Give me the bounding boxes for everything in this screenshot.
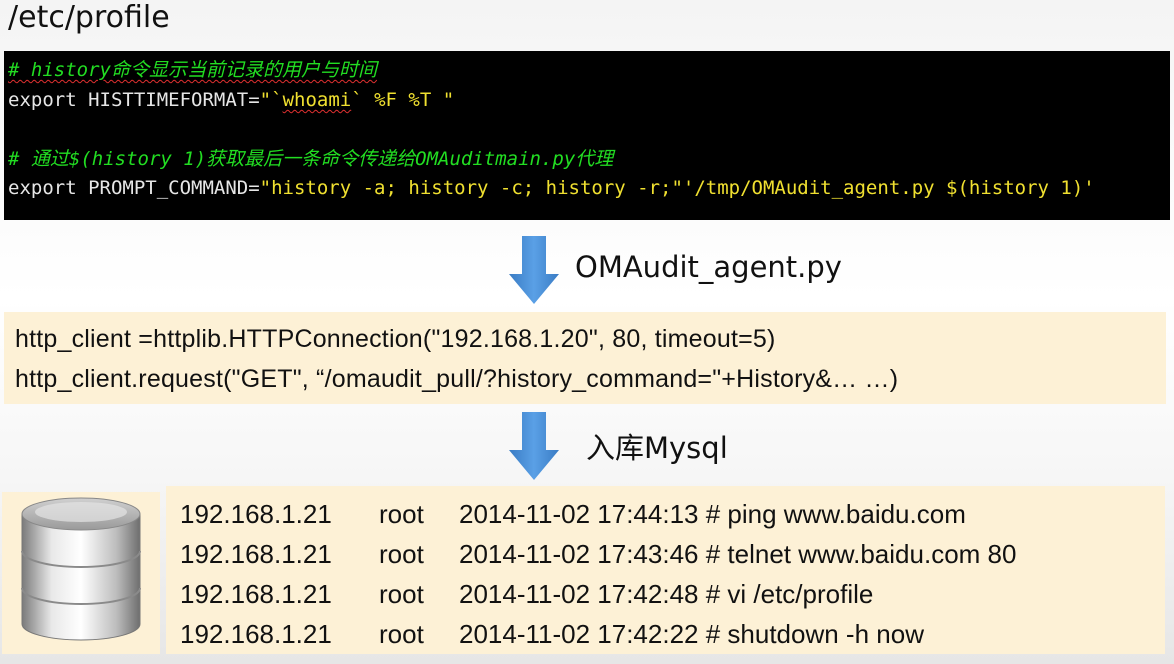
history-records: 192.168.1.21 root 2014-11-02 17:44:13 # pi… — [166, 486, 1165, 654]
record-entry: 2014-11-02 17:42:22 # shutdown -h now — [459, 619, 924, 649]
terminal-code-block: # history命令显示当前记录的用户与时间 export HISTTIMEF… — [4, 51, 1170, 220]
agent-label: OMAudit_agent.py — [575, 250, 842, 284]
mysql-label: 入库Mysql — [586, 431, 728, 465]
export-value-whoami: whoami — [282, 89, 352, 111]
record-user: root — [379, 579, 424, 609]
code-line-1: http_client =httplib.HTTPConnection("192… — [15, 325, 776, 353]
page-title: /etc/profile — [8, 0, 170, 35]
database-panel — [2, 492, 160, 654]
record-user: root — [379, 499, 424, 529]
export-keyword-1: export HISTTIMEFORMAT= — [8, 89, 260, 111]
export-value-1a: "` — [259, 89, 283, 111]
record-user: root — [379, 539, 424, 569]
record-entry: 2014-11-02 17:44:13 # ping www.baidu.com — [459, 499, 966, 529]
comment-text-1: # history命令显示当前记录的用户与时间 — [8, 59, 377, 81]
record-ip: 192.168.1.21 — [180, 619, 332, 649]
arrow-down-icon — [509, 412, 559, 480]
comment-line-1: # history命令显示当前记录的用户与时间 — [8, 57, 377, 83]
export-value-1b: ` %F %T " — [351, 89, 455, 111]
record-row: 192.168.1.21 root 2014-11-02 17:44:13 # pi… — [180, 496, 966, 532]
comment-line-2: # 通过$(history 1)获取最后一条命令传递给OMAuditmain.p… — [8, 146, 613, 172]
export-line-1: export HISTTIMEFORMAT="`whoami` %F %T " — [8, 87, 454, 113]
record-entry: 2014-11-02 17:42:48 # vi /etc/profile — [459, 579, 874, 609]
record-ip: 192.168.1.21 — [180, 579, 332, 609]
export-line-2: export PROMPT_COMMAND="history -a; histo… — [8, 175, 1095, 201]
export-value-2: "history -a; history -c; history -r;"'/t… — [259, 177, 1095, 199]
record-row: 192.168.1.21 root 2014-11-02 17:43:46 # te… — [180, 536, 1016, 572]
comment-text-2: # 通过$(history 1)获取最后一条命令传递给OMAuditmain.p… — [8, 148, 614, 170]
record-row: 192.168.1.21 root 2014-11-02 17:42:48 # vi… — [180, 576, 873, 612]
record-row: 192.168.1.21 root 2014-11-02 17:42:22 # sh… — [180, 616, 924, 652]
record-entry: 2014-11-02 17:43:46 # telnet www.baidu.c… — [459, 539, 1017, 569]
export-keyword-2: export PROMPT_COMMAND= — [8, 177, 260, 199]
record-user: root — [379, 619, 424, 649]
database-icon — [21, 497, 141, 641]
record-ip: 192.168.1.21 — [180, 539, 332, 569]
http-request-code: http_client =httplib.HTTPConnection("192… — [4, 312, 1166, 404]
code-line-2: http_client.request("GET", “/omaudit_pul… — [15, 365, 899, 393]
record-ip: 192.168.1.21 — [180, 499, 332, 529]
arrow-down-icon — [509, 236, 559, 304]
